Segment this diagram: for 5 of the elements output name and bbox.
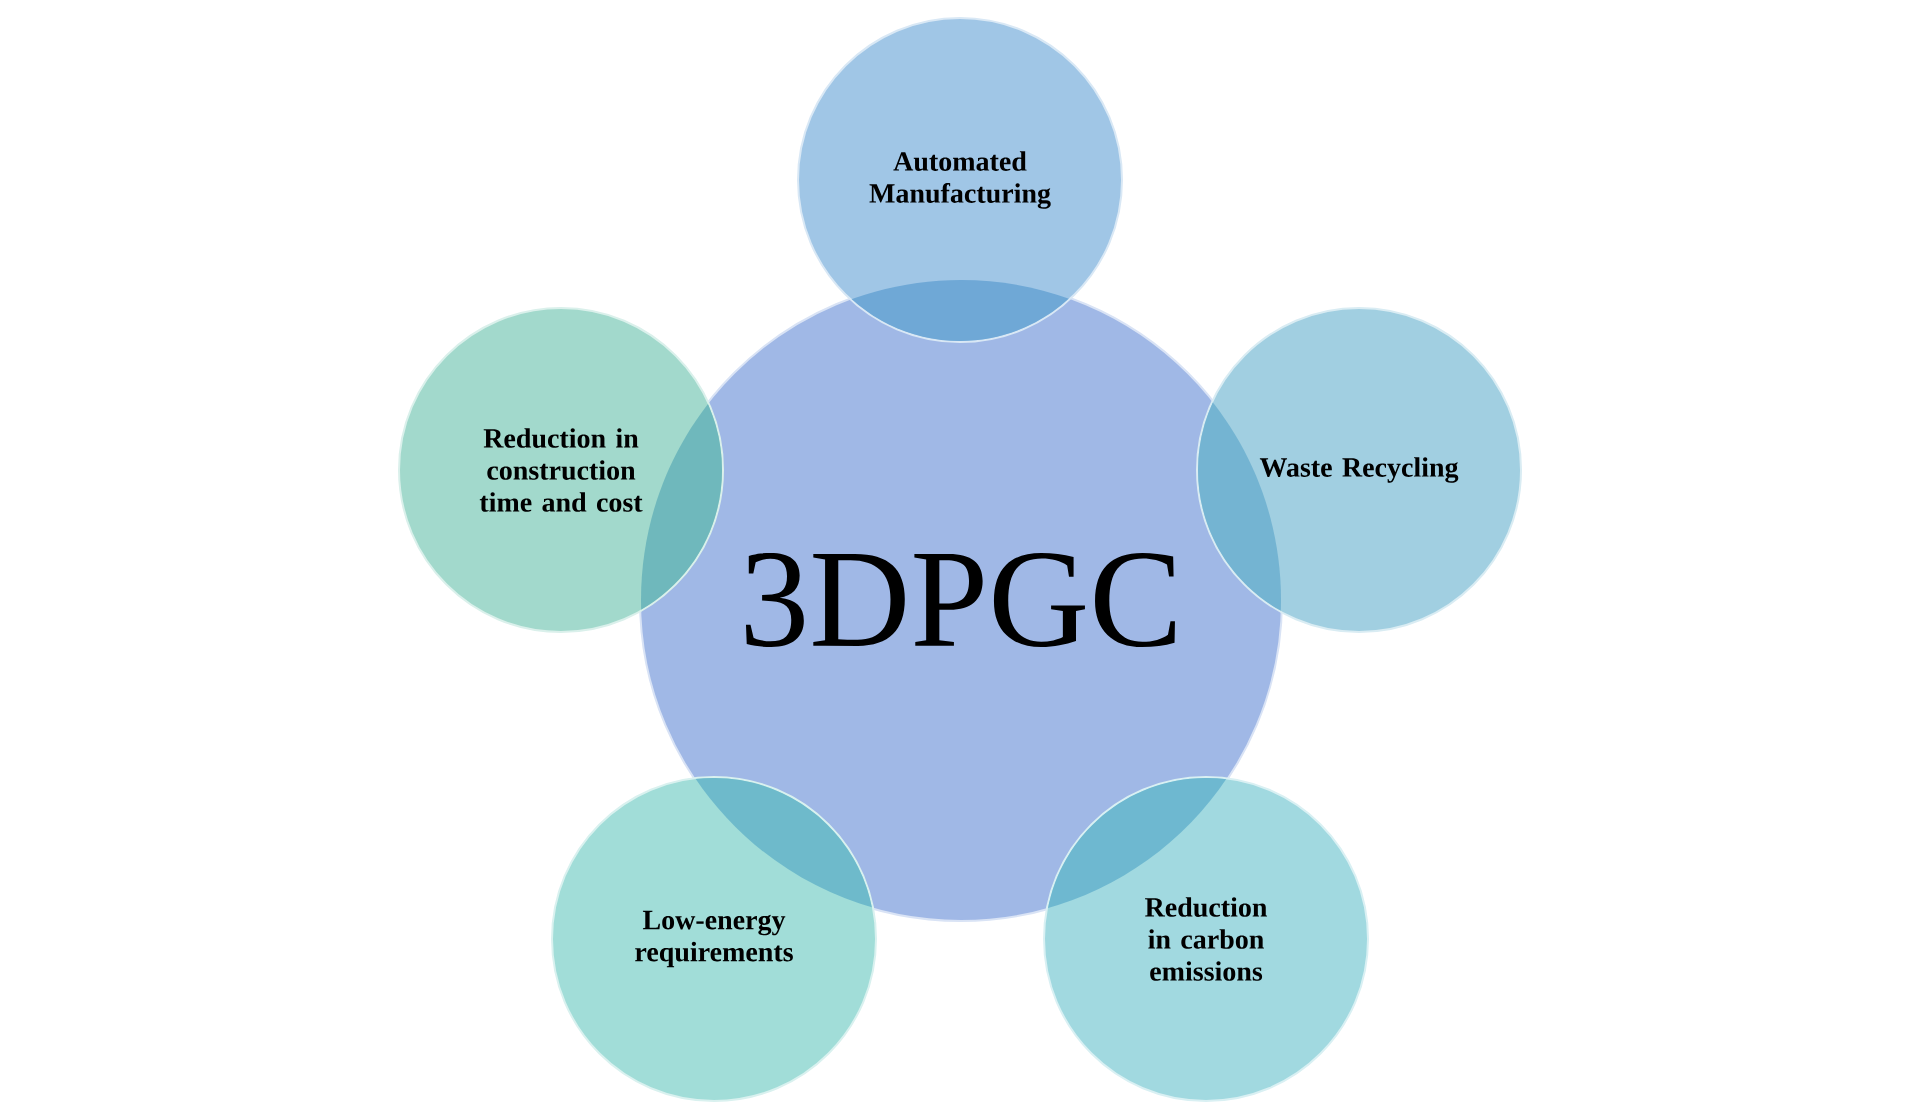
circle-node: Automated Manufacturing bbox=[797, 17, 1123, 343]
circle-node: Reduction in construction time and cost bbox=[398, 307, 724, 633]
circle-node: Reduction in carbon emissions bbox=[1043, 776, 1369, 1102]
circle-node: Waste Recycling bbox=[1196, 307, 1522, 633]
circle-node: Low-energy requirements bbox=[551, 776, 877, 1102]
